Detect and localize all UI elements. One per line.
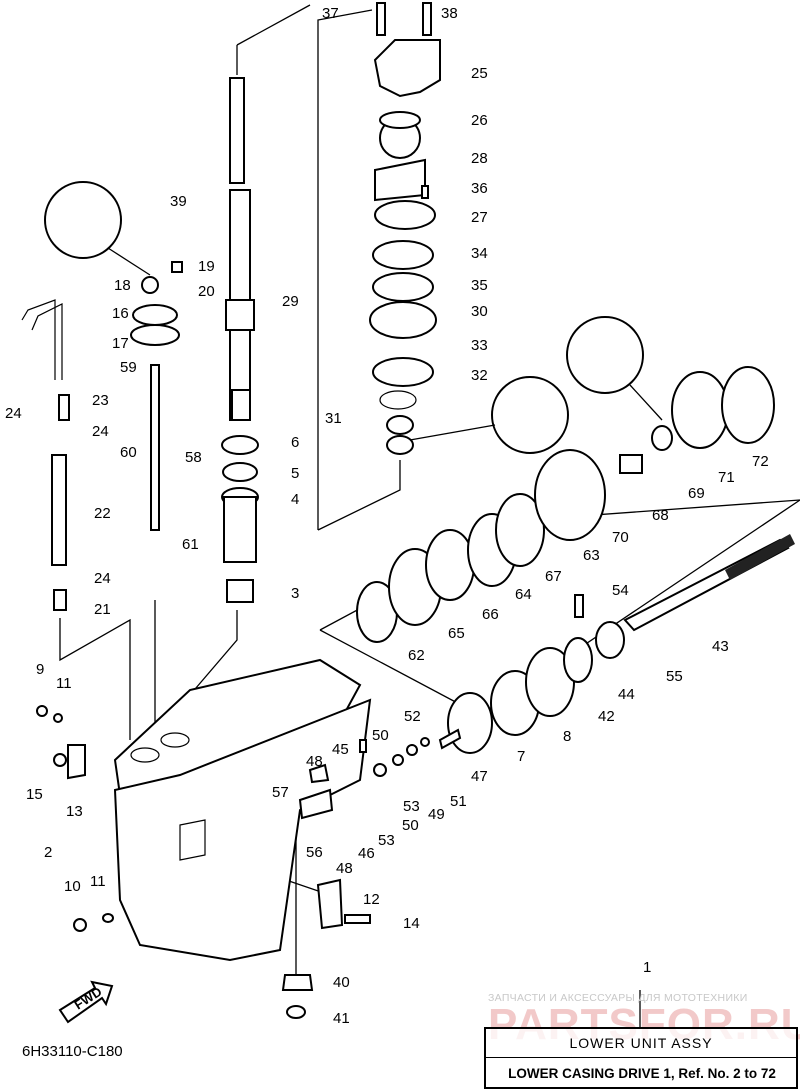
ref-label: 33 — [471, 337, 488, 354]
ref-label: 65 — [448, 625, 465, 642]
ref-label: 42 — [598, 708, 615, 725]
ref-label: 13 — [66, 803, 83, 820]
ref-label: 71 — [718, 469, 735, 486]
water-pump-parts — [369, 2, 441, 455]
watermark-caption: ЗАПЧАСТИ И АКСЕССУАРЫ ДЛЯ МОТОТЕХНИКИ — [488, 992, 748, 1004]
title-box-divider — [486, 1057, 796, 1058]
ref-label: 37 — [322, 5, 339, 22]
ref-label: 38 — [441, 5, 458, 22]
ref-label: 69 — [688, 485, 705, 502]
ref-label: 57 — [272, 784, 289, 801]
ref-label: 6 — [291, 434, 299, 451]
ref-label: 56 — [306, 844, 323, 861]
ref-label: 46 — [358, 845, 375, 862]
ref-label: 67 — [545, 568, 562, 585]
ref-label: 47 — [471, 768, 488, 785]
ref-label: 28 — [471, 150, 488, 167]
ref-label: 4 — [291, 491, 299, 508]
ref-label: 31 — [325, 410, 342, 427]
ref-label: 3 — [291, 585, 299, 602]
ref-label: 63 — [583, 547, 600, 564]
ref-label: 50 — [372, 727, 389, 744]
ref-label: 5 — [291, 465, 299, 482]
drive-shaft-bearings — [221, 435, 259, 603]
ref-label: 25 — [471, 65, 488, 82]
ref-label: 50 — [402, 817, 419, 834]
ref-label: 7 — [517, 748, 525, 765]
ref-label: 24 — [5, 405, 22, 422]
ref-label: 26 — [471, 112, 488, 129]
ref-label: 41 — [333, 1010, 350, 1027]
ref-label: 17 — [112, 335, 129, 352]
ref-label: 40 — [333, 974, 350, 991]
title-box-subtitle: LOWER CASING DRIVE 1, Ref. No. 2 to 72 — [508, 1066, 776, 1081]
ref-label: 24 — [92, 423, 109, 440]
ref-label: 32 — [471, 367, 488, 384]
ref-label: 55 — [666, 668, 683, 685]
ref-label: 8 — [563, 728, 571, 745]
ref-label: 1 — [643, 959, 651, 976]
ref-label: 72 — [752, 453, 769, 470]
fwd-arrow: FWD — [58, 980, 114, 1024]
ref-label: 16 — [112, 305, 129, 322]
ref-label: 29 — [282, 293, 299, 310]
ref-label: 39 — [170, 193, 187, 210]
propeller-shaft-assembly — [356, 366, 795, 754]
ref-label: 59 — [120, 359, 137, 376]
ref-label: 61 — [182, 536, 199, 553]
ref-label: 54 — [612, 582, 629, 599]
ref-label: 58 — [185, 449, 202, 466]
detail-insets — [44, 181, 663, 454]
ref-label: 53 — [378, 832, 395, 849]
title-box-title: LOWER UNIT ASSY — [569, 1035, 713, 1051]
drive-shaft — [225, 77, 255, 421]
ref-label: 48 — [306, 753, 323, 770]
ref-label: 24 — [94, 570, 111, 587]
ref-label: 20 — [198, 283, 215, 300]
ref-label: 34 — [471, 245, 488, 262]
ref-label: 66 — [482, 606, 499, 623]
ref-label: 62 — [408, 647, 425, 664]
ref-label: 43 — [712, 638, 729, 655]
ref-label: 64 — [515, 586, 532, 603]
ref-label: 70 — [612, 529, 629, 546]
ref-label: 11 — [56, 675, 72, 692]
ref-label: 36 — [471, 180, 488, 197]
ref-label: 19 — [198, 258, 215, 275]
ref-label: 53 — [403, 798, 420, 815]
ref-label: 44 — [618, 686, 635, 703]
ref-label: 14 — [403, 915, 420, 932]
shift-small-parts — [298, 728, 462, 820]
ref-label: 45 — [332, 741, 349, 758]
ref-label: 35 — [471, 277, 488, 294]
ref-label: 30 — [471, 303, 488, 320]
ref-label: 68 — [652, 507, 669, 524]
shift-rod-parts — [21, 261, 183, 611]
lower-casing — [36, 658, 372, 1019]
ref-label: 23 — [92, 392, 109, 409]
ref-label: 48 — [336, 860, 353, 877]
ref-label: 27 — [471, 209, 488, 226]
ref-label: 52 — [404, 708, 421, 725]
ref-label: 18 — [114, 277, 131, 294]
ref-label: 21 — [94, 601, 111, 618]
ref-label: 11 — [90, 873, 106, 890]
title-box: LOWER UNIT ASSY LOWER CASING DRIVE 1, Re… — [484, 1027, 798, 1089]
ref-label: 49 — [428, 806, 445, 823]
ref-label: 22 — [94, 505, 111, 522]
ref-label: 9 — [36, 661, 44, 678]
ref-label: 10 — [64, 878, 81, 895]
ref-label: 51 — [450, 793, 467, 810]
ref-label: 15 — [26, 786, 43, 803]
ref-label: 2 — [44, 844, 52, 861]
diagram-code: 6H33110-C180 — [22, 1043, 123, 1060]
ref-label: 60 — [120, 444, 137, 461]
ref-label: 12 — [363, 891, 380, 908]
